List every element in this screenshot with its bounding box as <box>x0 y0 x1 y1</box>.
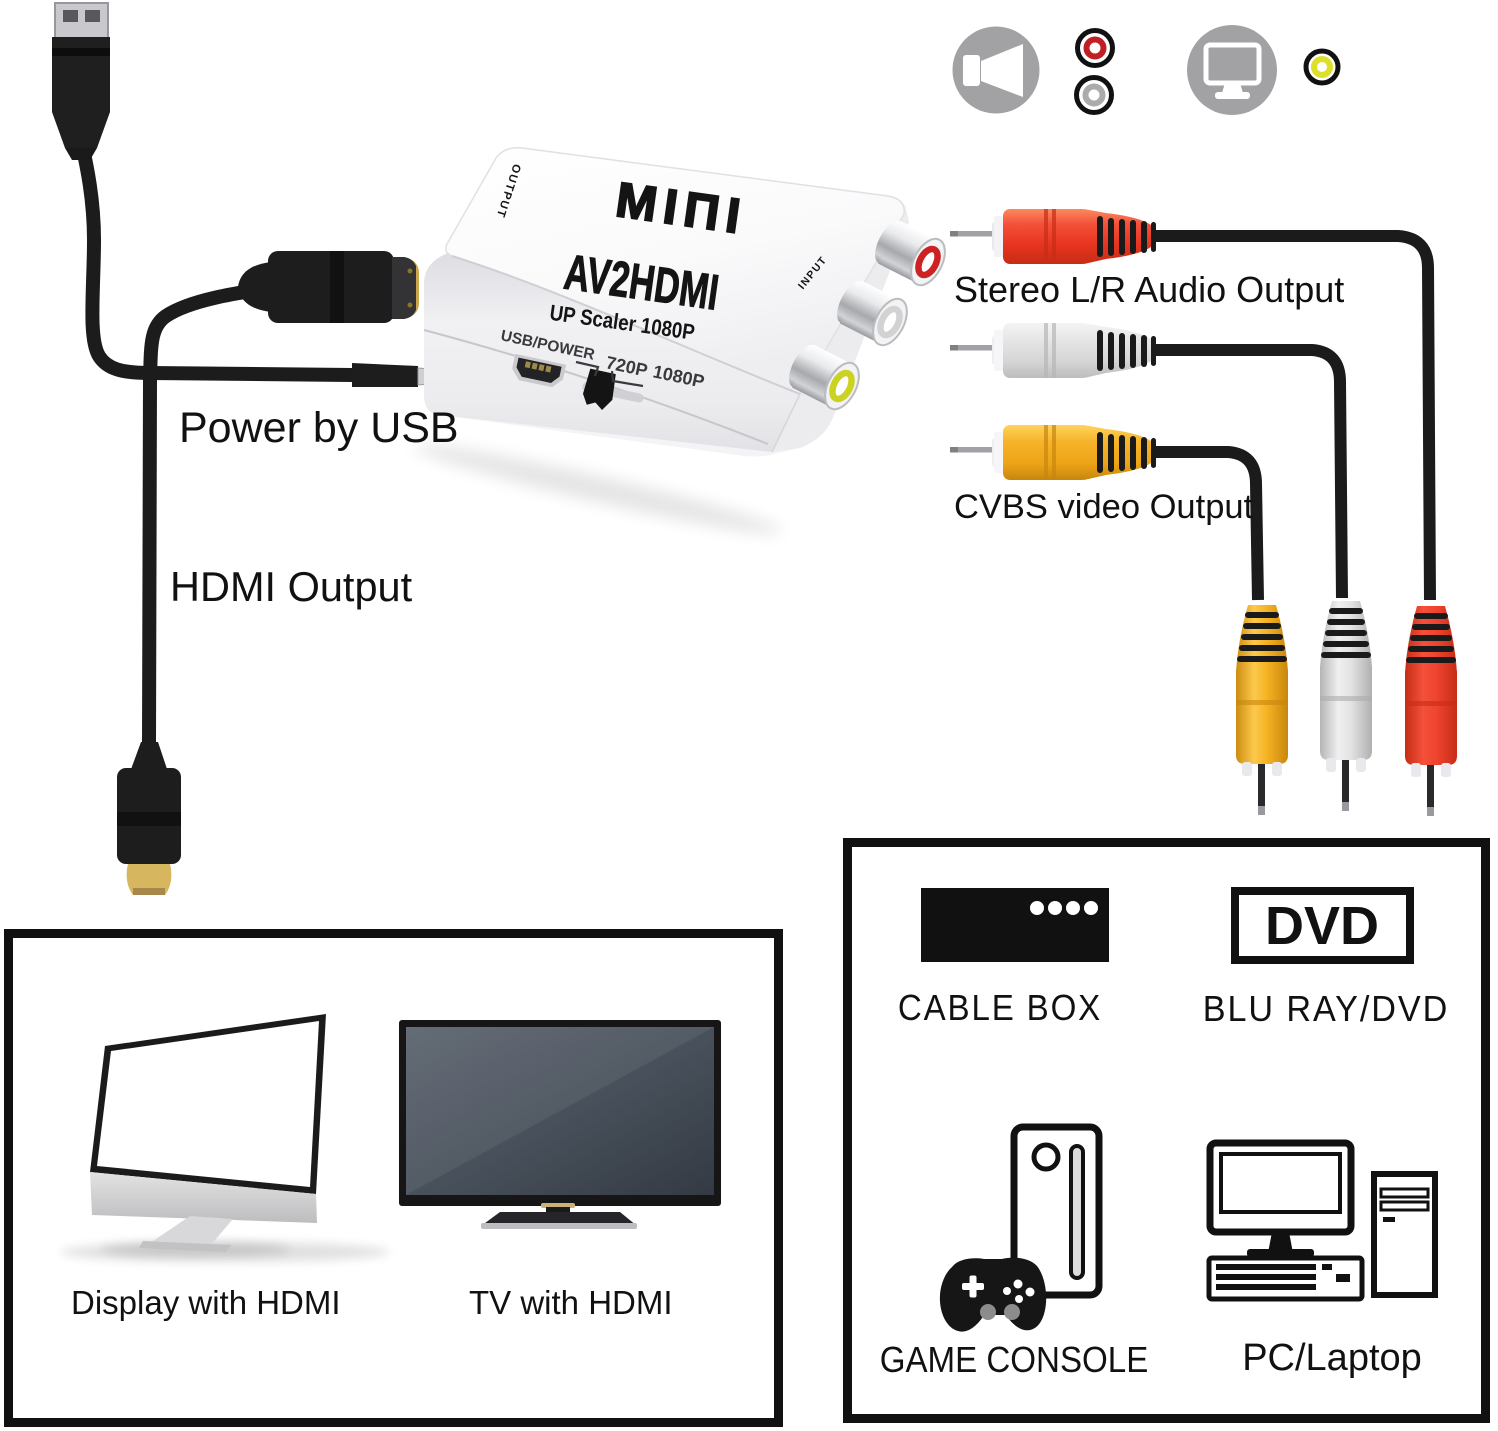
svg-text:CABLE BOX: CABLE BOX <box>898 989 1102 1029</box>
svg-text:HDMI Output: HDMI Output <box>170 563 413 610</box>
svg-text:TV with HDMI: TV with HDMI <box>469 1284 673 1321</box>
svg-text:CVBS video Output: CVBS video Output <box>954 488 1254 526</box>
svg-text:PC/Laptop: PC/Laptop <box>1242 1337 1422 1379</box>
svg-text:DVD: DVD <box>1265 896 1379 956</box>
svg-text:GAME CONSOLE: GAME CONSOLE <box>880 1341 1149 1381</box>
svg-text:Power by USB: Power by USB <box>179 404 459 452</box>
svg-text:Display with HDMI: Display with HDMI <box>71 1284 341 1321</box>
svg-text:BLU RAY/DVD: BLU RAY/DVD <box>1203 989 1449 1029</box>
svg-text:Stereo L/R Audio Output: Stereo L/R Audio Output <box>954 269 1344 310</box>
